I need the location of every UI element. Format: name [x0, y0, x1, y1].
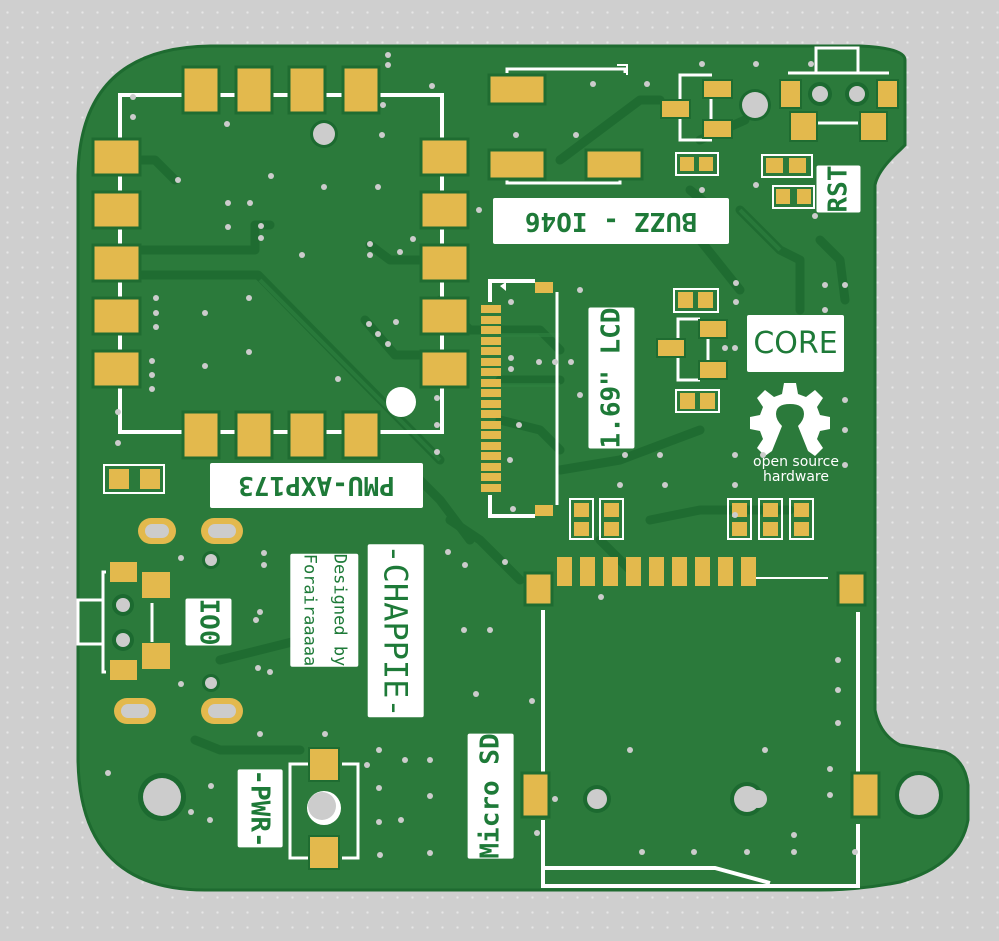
designed-by-label: Designed by Forairaaaaa — [290, 553, 358, 667]
capacitor-pmu — [103, 464, 165, 494]
passive-components-sd — [569, 498, 814, 540]
oshw-logo-text: open source hardware — [736, 455, 856, 485]
lcd-fpc-connector — [481, 279, 559, 518]
pwr-label: -PWR- — [238, 768, 283, 848]
rst-label: RST — [816, 165, 860, 213]
oshw-line2: hardware — [763, 469, 829, 485]
sot-component-core — [656, 288, 728, 413]
io0-label-container: IO0 — [185, 587, 231, 657]
pmu-module — [91, 65, 470, 460]
core-label: CORE — [747, 315, 844, 372]
io0-switch-footprint — [76, 562, 170, 680]
chappie-label-container: -CHAPPIE- — [368, 522, 425, 740]
open-source-hardware-gear-icon — [750, 383, 830, 456]
pmu-label: PMU-AXP173 — [210, 463, 423, 508]
buzzer-footprint — [487, 64, 644, 185]
chappie-label: -CHAPPIE- — [368, 544, 425, 718]
io0-label: IO0 — [185, 598, 231, 646]
usb-connector-footprint — [114, 518, 243, 724]
mounting-holes — [138, 89, 943, 821]
micro-sd-socket — [520, 557, 881, 888]
micro-sd-label: Micro SD — [468, 733, 515, 859]
lcd-label: 1.69" LCD — [588, 307, 635, 449]
lcd-label-container: 1.69" LCD — [588, 280, 635, 476]
designed-by-container: Designed by Forairaaaaa — [290, 524, 358, 696]
vias — [105, 52, 858, 858]
buzz-label: BUZZ - IO46 — [493, 198, 729, 244]
rst-switch-footprint — [761, 46, 899, 209]
designed-by-line1: Designed by — [329, 553, 349, 667]
pwr-switch-footprint — [288, 747, 360, 870]
rst-label-container: RST — [816, 153, 860, 225]
oshw-line1: open source — [753, 454, 839, 470]
designed-by-line2: Forairaaaaa — [299, 553, 319, 667]
micro-sd-label-container: Micro SD — [468, 708, 515, 884]
sot-component-top — [660, 73, 733, 176]
pwr-label-container: -PWR- — [238, 752, 283, 864]
